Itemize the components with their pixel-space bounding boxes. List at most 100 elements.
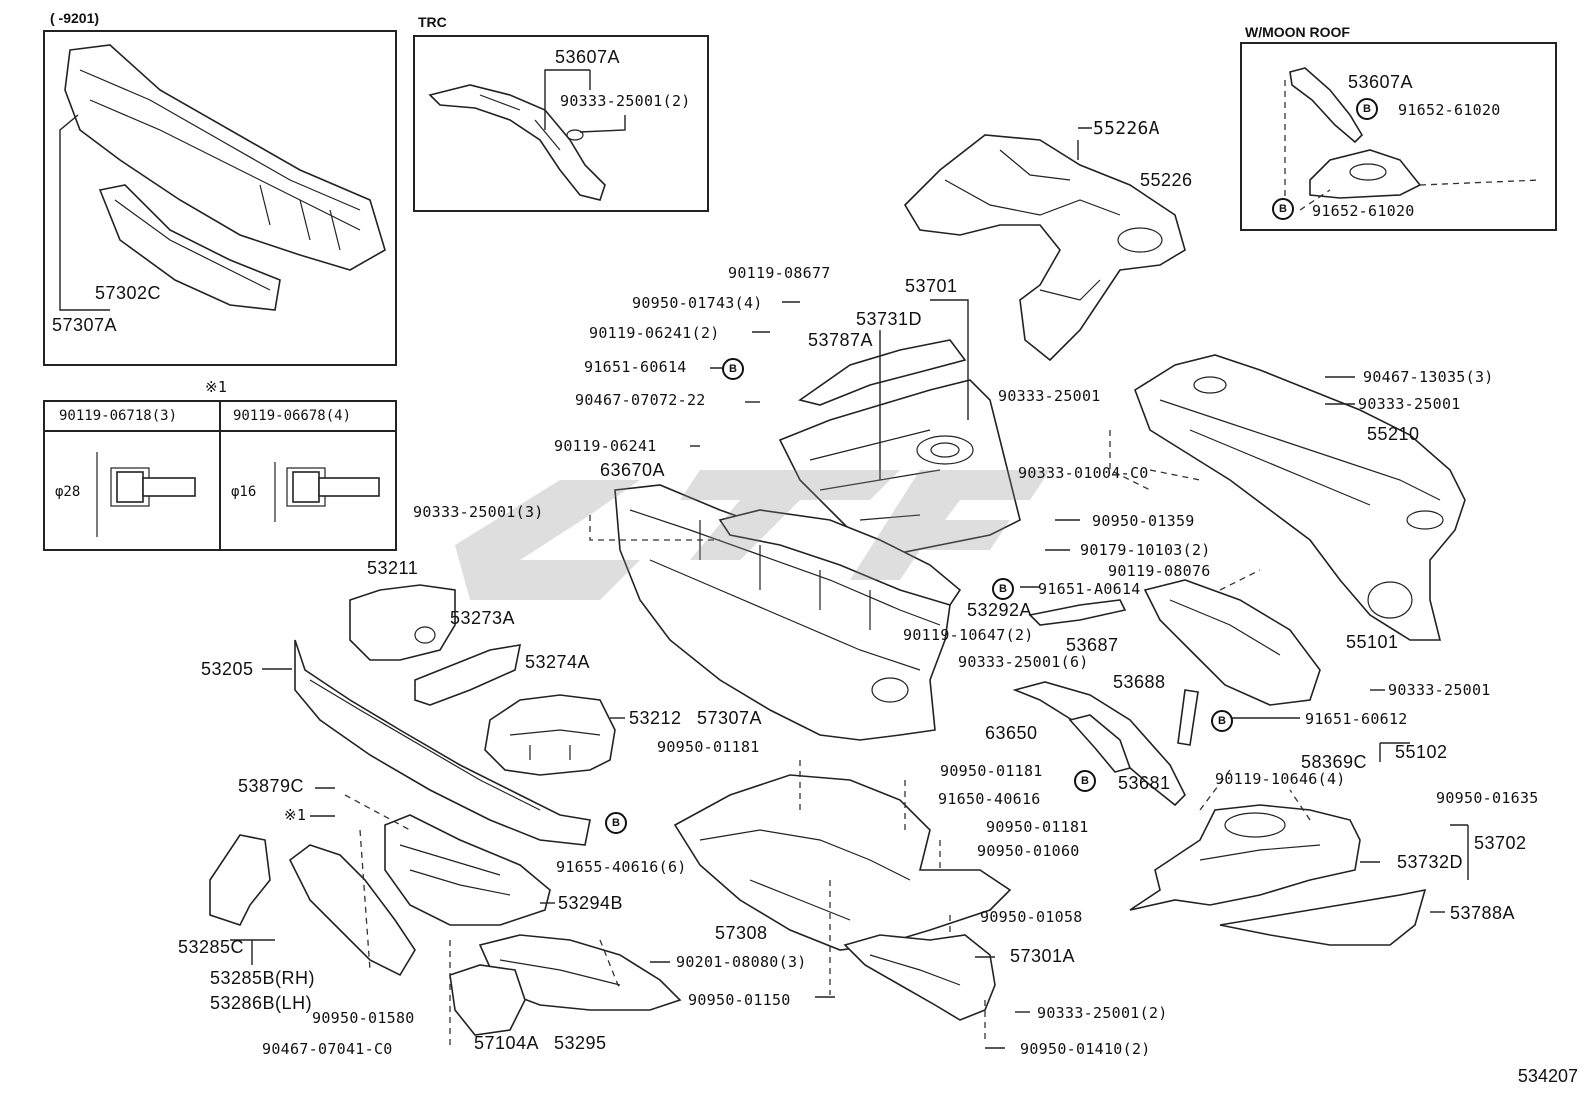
label-55226A: 55226A [1093, 118, 1160, 139]
inset-moonroof-frame [1240, 42, 1557, 231]
label-53701: 53701 [905, 276, 958, 296]
label-90119-10647: 90119-10647(2) [903, 626, 1034, 644]
label-90179-10103: 90179-10103(2) [1080, 541, 1211, 559]
part-53295-shape [478, 934, 682, 1011]
label-53295: 53295 [554, 1033, 607, 1053]
label-90950-01580: 90950-01580 [312, 1009, 415, 1027]
label-91650-40616: 91650-40616 [938, 790, 1041, 808]
inset-trc-label-90333-25001: 90333-25001(2) [560, 92, 691, 110]
inset-early-frame [43, 30, 397, 366]
part-53285-shape [209, 834, 416, 977]
label-91651-60612: 91651-60612 [1305, 710, 1408, 728]
label-53687: 53687 [1066, 635, 1119, 655]
label-55226: 55226 [1140, 170, 1193, 190]
label-90950-01060: 90950-01060 [977, 842, 1080, 860]
label-90333-25001-c: 90333-25001 [1388, 681, 1491, 699]
label-90950-01635: 90950-01635 [1436, 789, 1539, 807]
bolt-drawings [96, 452, 380, 537]
b-badge-icon: B [1272, 198, 1294, 220]
label-90333-25001-2: 90333-25001(2) [1037, 1004, 1168, 1022]
label-91651-60614: 91651-60614 [584, 358, 687, 376]
inset-early-label-57307A: 57307A [52, 315, 118, 335]
label-53681: 53681 [1118, 773, 1171, 793]
note-table-dim1: φ28 [55, 484, 81, 500]
inset-moonroof-label-53607A: 53607A [1348, 72, 1414, 92]
label-90950-01181-c: 90950-01181 [986, 818, 1089, 836]
inset-moonroof-parts [1284, 67, 1541, 211]
label-90467-07072-22: 90467-07072-22 [575, 391, 706, 409]
note-table-col1: 90119-06718(3) [59, 408, 178, 424]
label-90333-25001-3: 90333-25001(3) [413, 503, 544, 521]
label-90950-01181-b: 90950-01181 [940, 762, 1043, 780]
part-55210-shape [1134, 354, 1466, 706]
inset-early-header: ( -9201) [50, 10, 100, 26]
label-90119-10646: 90119-10646(4) [1215, 770, 1346, 788]
label-53211: 53211 [367, 558, 419, 578]
part-53702-shape [1129, 804, 1427, 946]
part-53205-shape [294, 584, 616, 846]
misc-brackets [1012, 599, 1199, 807]
label-53787A: 53787A [808, 330, 874, 350]
label-53879C: 53879C [238, 776, 305, 796]
label-57307A-main: 57307A [697, 708, 763, 728]
leader-lines [262, 301, 1469, 1049]
note-table-marker: ※1 [205, 378, 228, 396]
watermark-graphic [455, 470, 1050, 600]
b-badge-icon: B [722, 358, 744, 380]
inset-moonroof-label-91652-bottom: 91652-61020 [1312, 202, 1415, 220]
part-53294B-shape [384, 814, 551, 926]
label-90119-08677: 90119-08677 [728, 264, 831, 282]
label-90201-08080: 90201-08080(3) [676, 953, 807, 971]
label-63670A: 63670A [600, 460, 666, 480]
label-90119-06241: 90119-06241 [554, 437, 657, 455]
label-90333-01004-C0: 90333-01004-C0 [1018, 464, 1149, 482]
label-91651-A0614: 91651-A0614 [1038, 580, 1141, 598]
label-55210: 55210 [1367, 424, 1420, 444]
label-53294B: 53294B [558, 893, 624, 913]
part-57301A-shape [843, 934, 996, 1021]
label-90950-01181-a: 90950-01181 [657, 738, 760, 756]
part-57104A-shape [449, 964, 526, 1036]
label-53788A: 53788A [1450, 903, 1516, 923]
label-57104A: 57104A [474, 1033, 540, 1053]
label-90467-13035: 90467-13035(3) [1363, 368, 1494, 386]
label-53702: 53702 [1474, 833, 1527, 853]
label-53212: 53212 [629, 708, 682, 728]
part-53701-shape [778, 299, 1021, 556]
label-90950-01359: 90950-01359 [1092, 512, 1195, 530]
label-90950-01058: 90950-01058 [980, 908, 1083, 926]
b-badge-icon: B [605, 812, 627, 834]
label-53286B: 53286B(LH) [210, 993, 313, 1013]
inset-early-label-57302C: 57302C [95, 283, 162, 303]
inset-moonroof-header: W/MOON ROOF [1245, 24, 1350, 40]
part-57308-shape [673, 774, 1012, 951]
label-90119-08076: 90119-08076 [1108, 562, 1211, 580]
label-90950-01743: 90950-01743(4) [632, 294, 763, 312]
label-91655-40616: 91655-40616(6) [556, 858, 687, 876]
label-note1-marker: ※1 [284, 806, 307, 824]
label-58369C: 58369C [1301, 752, 1368, 772]
label-57301A: 57301A [1010, 946, 1076, 966]
b-badge-icon: B [1074, 770, 1096, 792]
label-90950-01410: 90950-01410(2) [1020, 1040, 1151, 1058]
label-53205: 53205 [201, 659, 254, 679]
label-53731D: 53731D [856, 309, 923, 329]
note-table: 90119-06718(3) 90119-06678(4) φ28 φ16 [43, 400, 397, 551]
b-badge-icon: B [1356, 98, 1378, 120]
label-63650: 63650 [985, 723, 1038, 743]
label-53274A: 53274A [525, 652, 591, 672]
label-90467-07041-C0: 90467-07041-C0 [262, 1040, 393, 1058]
diagram-reference-number: 534207 [1517, 1066, 1578, 1086]
label-90333-25001-b: 90333-25001 [1358, 395, 1461, 413]
inset-early-parts [59, 44, 386, 311]
inset-moonroof-label-91652-top: 91652-61020 [1398, 101, 1501, 119]
b-badge-icon: B [992, 578, 1014, 600]
label-53285B: 53285B(RH) [210, 968, 316, 988]
label-90119-06241-2: 90119-06241(2) [589, 324, 720, 342]
label-53688: 53688 [1113, 672, 1166, 692]
label-53273A: 53273A [450, 608, 516, 628]
label-57308: 57308 [715, 923, 768, 943]
label-90333-25001-6: 90333-25001(6) [958, 653, 1089, 671]
